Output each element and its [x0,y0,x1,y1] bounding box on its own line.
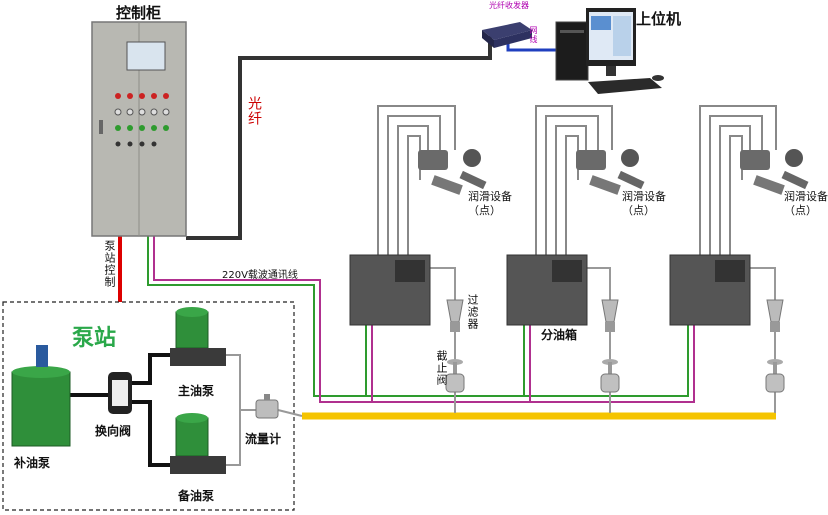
network-cable-label: 网线 [529,26,538,44]
host-pc [555,8,664,94]
fiber-label: 光纤 [246,96,262,126]
pump-to-meter-lines [226,354,303,466]
box-oil-lines [430,267,776,413]
lube-point-label-2: 润滑设备（点） [622,190,666,217]
filter-3 [766,299,784,332]
distribution-box-1 [349,254,431,326]
reversing-valve-label: 换向阀 [95,424,132,438]
flow-meter [255,394,279,419]
main-pump [170,307,226,366]
stop-valve-2 [600,359,620,393]
filter-2 [601,299,619,332]
reversing-valve [108,372,132,414]
pump-station-title: 泵站 [72,325,117,351]
carrier-line-label: 220V载波通讯线 [222,270,298,281]
lube-point-group-3 [740,149,809,195]
stop-valve-label: 截止阀 [435,350,448,386]
stop-valve-1 [445,359,465,393]
fiber-transceiver [482,22,532,48]
main-pump-label: 主油泵 [178,384,215,398]
backup-pump [170,413,226,474]
refill-pump [11,345,71,447]
carrier-line-magenta [153,236,695,403]
pump-station-control-label: 泵站控制 [103,240,116,288]
host-pc-label: 上位机 [636,10,682,28]
stop-valve-3 [765,359,785,393]
control-cabinet [91,21,187,237]
distribution-box-3 [669,254,751,326]
pump-station-frame [2,301,295,511]
distribution-box-2 [506,254,588,326]
lube-point-label-3: 润滑设备（点） [784,190,828,217]
distribution-box-label: 分油箱 [541,328,578,342]
filter-label: 过滤器 [466,294,479,330]
flow-meter-label: 流量计 [245,432,282,446]
lube-point-group-1 [418,149,487,195]
pump-station-piping [70,353,170,467]
fiber-transceiver-label: 光纤收发器 [489,1,529,10]
refill-pump-label: 补油泵 [14,456,51,470]
fiber-line [186,36,492,240]
lube-point-label-1: 润滑设备（点） [468,190,512,217]
lube-point-group-2 [576,149,645,195]
backup-pump-label: 备油泵 [178,489,215,503]
carrier-line-green [147,236,689,397]
control-cabinet-label: 控制柜 [116,4,162,22]
filter-1 [446,299,464,332]
